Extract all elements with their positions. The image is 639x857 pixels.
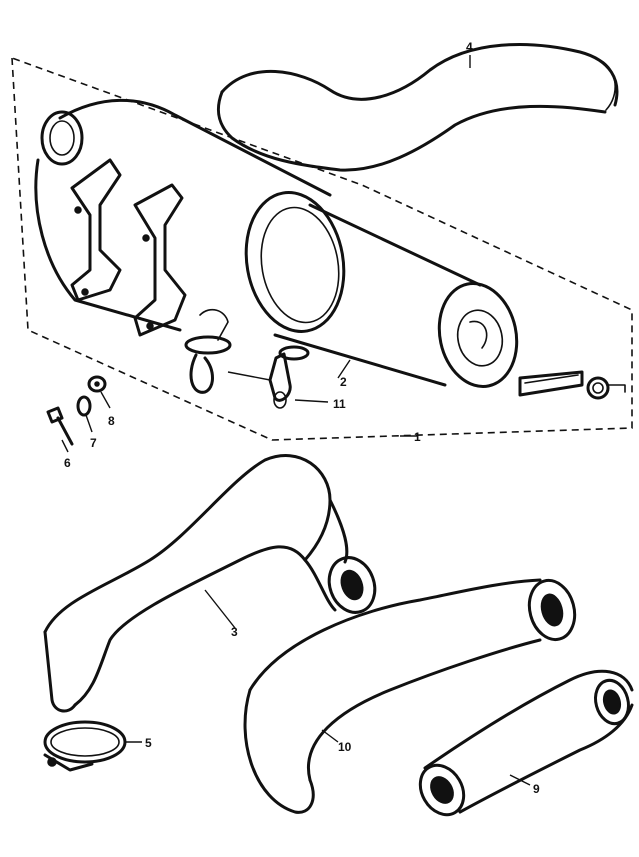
part-number-7: 7	[90, 436, 97, 450]
leader-7	[85, 414, 93, 433]
hose-part-4	[216, 43, 619, 172]
leader-11	[294, 399, 329, 403]
assembly-boundary	[11, 56, 633, 441]
leader-2	[337, 359, 351, 379]
part-number-3: 3	[231, 625, 238, 639]
sleeve-part-11	[268, 345, 310, 409]
part-number-11: 11	[333, 397, 346, 411]
leader-9	[509, 774, 531, 786]
leader-8	[100, 391, 111, 409]
part-number-9: 9	[533, 782, 540, 796]
leader-6	[61, 439, 69, 453]
part-number-2: 2	[340, 375, 347, 389]
air-cleaner-housing	[34, 98, 332, 337]
filter-element-part-2	[244, 191, 519, 388]
bolt-part-6	[46, 406, 74, 446]
part-number-8: 8	[108, 414, 115, 428]
washer-part-7	[76, 395, 92, 417]
hose-part-9	[418, 669, 634, 817]
part-number-5: 5	[145, 736, 152, 750]
nut-part-8	[87, 375, 107, 393]
hose-part-10	[243, 578, 577, 814]
hose-clamp-part-5	[43, 720, 127, 772]
part-number-6: 6	[64, 456, 71, 470]
valve-fitting	[184, 308, 232, 394]
part-number-1: 1	[414, 430, 421, 444]
part-number-10: 10	[338, 740, 352, 754]
part-number-4: 4	[466, 40, 473, 54]
leader-valve	[227, 371, 271, 381]
leader-3	[204, 589, 236, 629]
leader-10	[321, 729, 339, 743]
clamp-fitting	[518, 370, 626, 400]
hose-part-3	[43, 454, 377, 713]
